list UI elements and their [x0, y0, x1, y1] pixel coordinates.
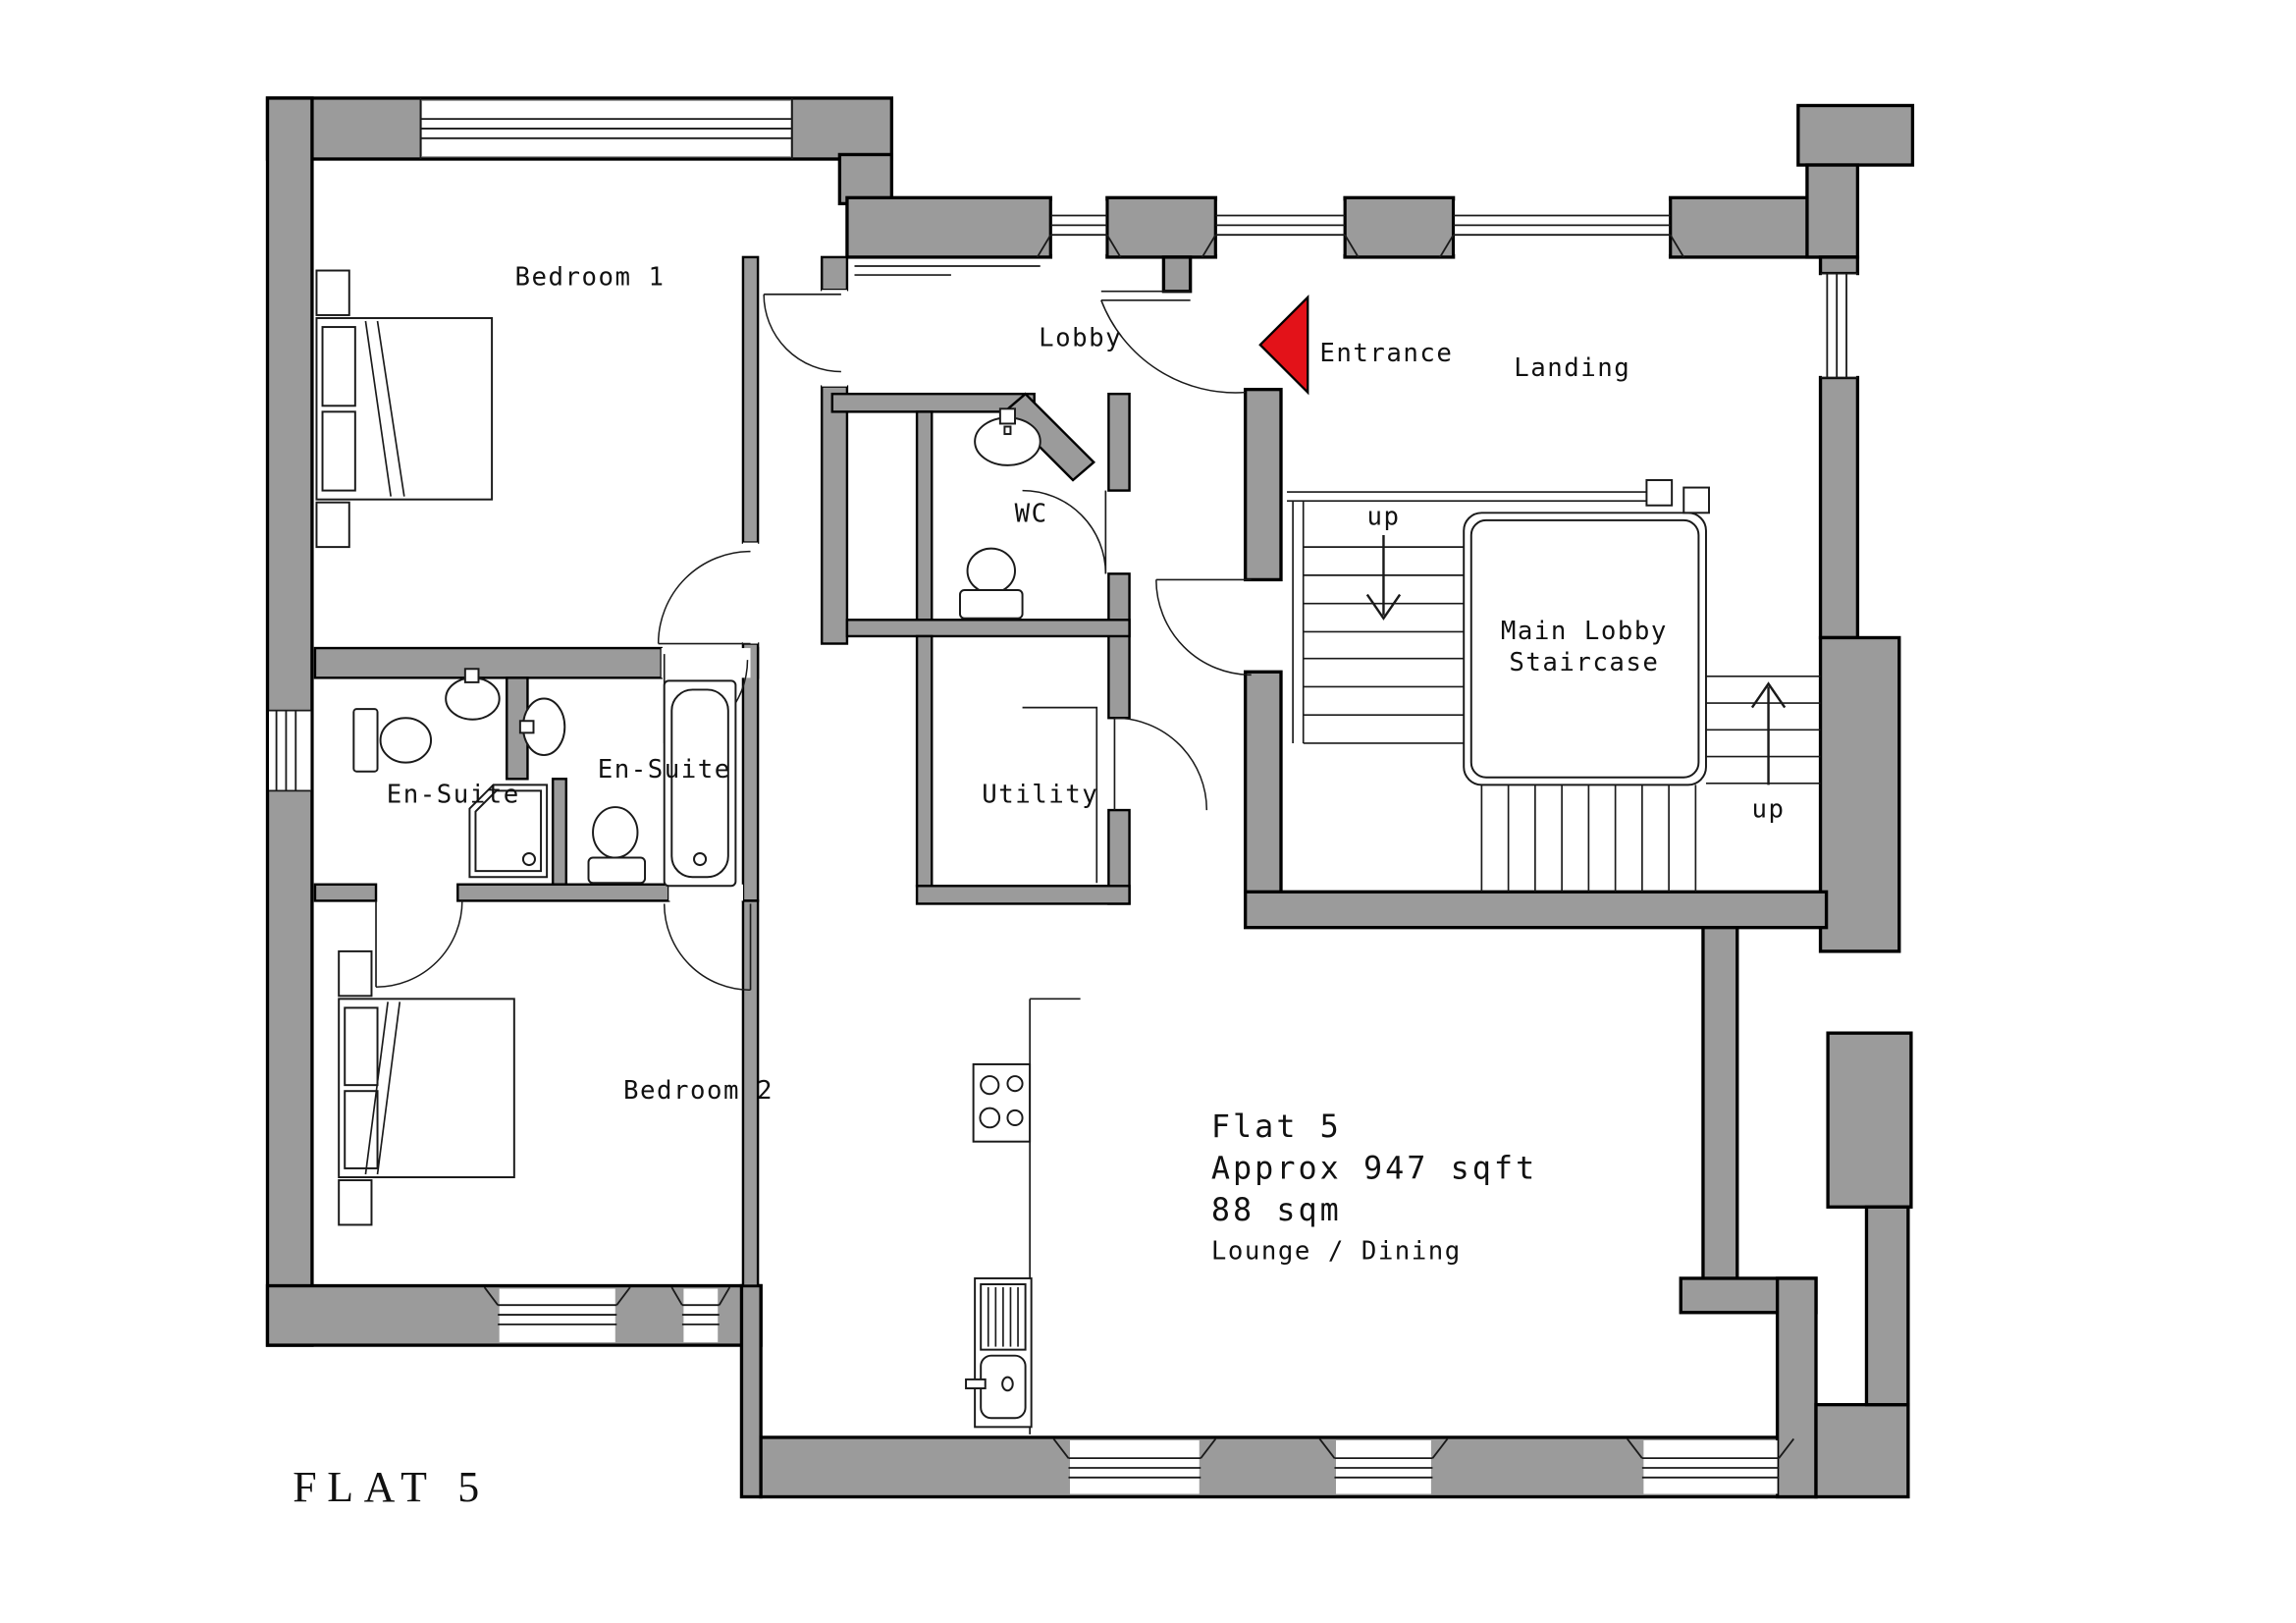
ensuite-right-label: En-Suite: [598, 755, 731, 784]
staircase-label-line1: Main Lobby: [1501, 617, 1668, 646]
wc-sink: [974, 407, 1041, 466]
window-bedroom1-top: [419, 97, 793, 159]
window-lounge-3: [1627, 1437, 1795, 1494]
ensuite-left-sink: [445, 668, 501, 721]
window-bedroom2-small: [670, 1286, 731, 1343]
staircase-label-line2: Staircase: [1509, 648, 1659, 677]
landing-label: Landing: [1514, 353, 1630, 383]
flat-name-label: Flat 5: [1211, 1109, 1342, 1145]
ensuite-left-label: En-Suite: [387, 781, 520, 810]
down-arrow-icon: [1365, 535, 1402, 621]
ensuite-left-door: [375, 900, 463, 988]
page-title: FLAT 5: [293, 1464, 490, 1511]
stair-core: [1463, 512, 1707, 786]
window-landing-right: [1820, 272, 1858, 379]
wc-diagonal-wall: [1002, 392, 1096, 482]
labels: Bedroom 1 Lobby Entrance Landing WC up M…: [293, 263, 1786, 1511]
wc-label: WC: [1015, 499, 1048, 528]
flat-area-sqm-label: 88 sqm: [1211, 1192, 1342, 1228]
bedroom2-label: Bedroom 2: [623, 1076, 774, 1106]
utility-counter: [1022, 706, 1098, 884]
bathtub: [663, 679, 737, 888]
bedroom2-bed: [338, 949, 515, 1226]
interior-walls: [313, 255, 1131, 1287]
windows: [269, 97, 1858, 1494]
kitchen-sink: [965, 1276, 1033, 1429]
wc-door: [1022, 489, 1107, 574]
fixtures: [315, 265, 1098, 1434]
ensuite-left-toilet: [352, 708, 433, 773]
window-landing-top: [1439, 200, 1685, 258]
lobby-label: Lobby: [1039, 324, 1122, 353]
bedroom2-door: [663, 884, 752, 992]
window-ensuite-left: [269, 709, 311, 792]
bedroom1-bed: [315, 269, 494, 549]
utility-door: [1113, 717, 1208, 811]
up-left-label: up: [1366, 502, 1400, 531]
window-bedroom2-large: [483, 1286, 631, 1343]
stair-treads-lower: [1480, 784, 1697, 893]
hall-door: [763, 290, 847, 387]
up-arrow-icon: [1750, 681, 1787, 785]
up-right-label: up: [1752, 795, 1786, 825]
window-lounge-1: [1052, 1437, 1217, 1494]
stair-treads-left: [1303, 546, 1465, 744]
kitchen-counter: [1029, 998, 1081, 1434]
bedroom1-door: [657, 542, 759, 645]
handrail-post: [1645, 479, 1674, 507]
wc-toilet: [959, 547, 1024, 620]
ensuite-right-toilet: [587, 806, 647, 885]
flat-area-sqft-label: Approx 947 sqft: [1211, 1151, 1537, 1187]
lounge-dining-label: Lounge / Dining: [1211, 1236, 1462, 1266]
kitchen-hob: [972, 1062, 1032, 1143]
window-lobby-2: [1201, 200, 1360, 258]
ensuite-right-sink: [518, 697, 566, 757]
ensuite-left-shower: [468, 784, 549, 879]
stair-treads-right: [1705, 675, 1821, 784]
window-lobby-1: [1036, 200, 1122, 258]
entrance-label: Entrance: [1319, 339, 1453, 368]
inner-hall-door: [1155, 578, 1252, 676]
bedroom1-label: Bedroom 1: [515, 263, 666, 293]
entrance-door: [1100, 290, 1246, 394]
entrance-arrow-icon: [1258, 295, 1309, 396]
window-lounge-2: [1318, 1437, 1449, 1494]
stair-newel: [1682, 486, 1710, 514]
utility-label: Utility: [982, 781, 1098, 810]
main-staircase: [1287, 479, 1821, 893]
